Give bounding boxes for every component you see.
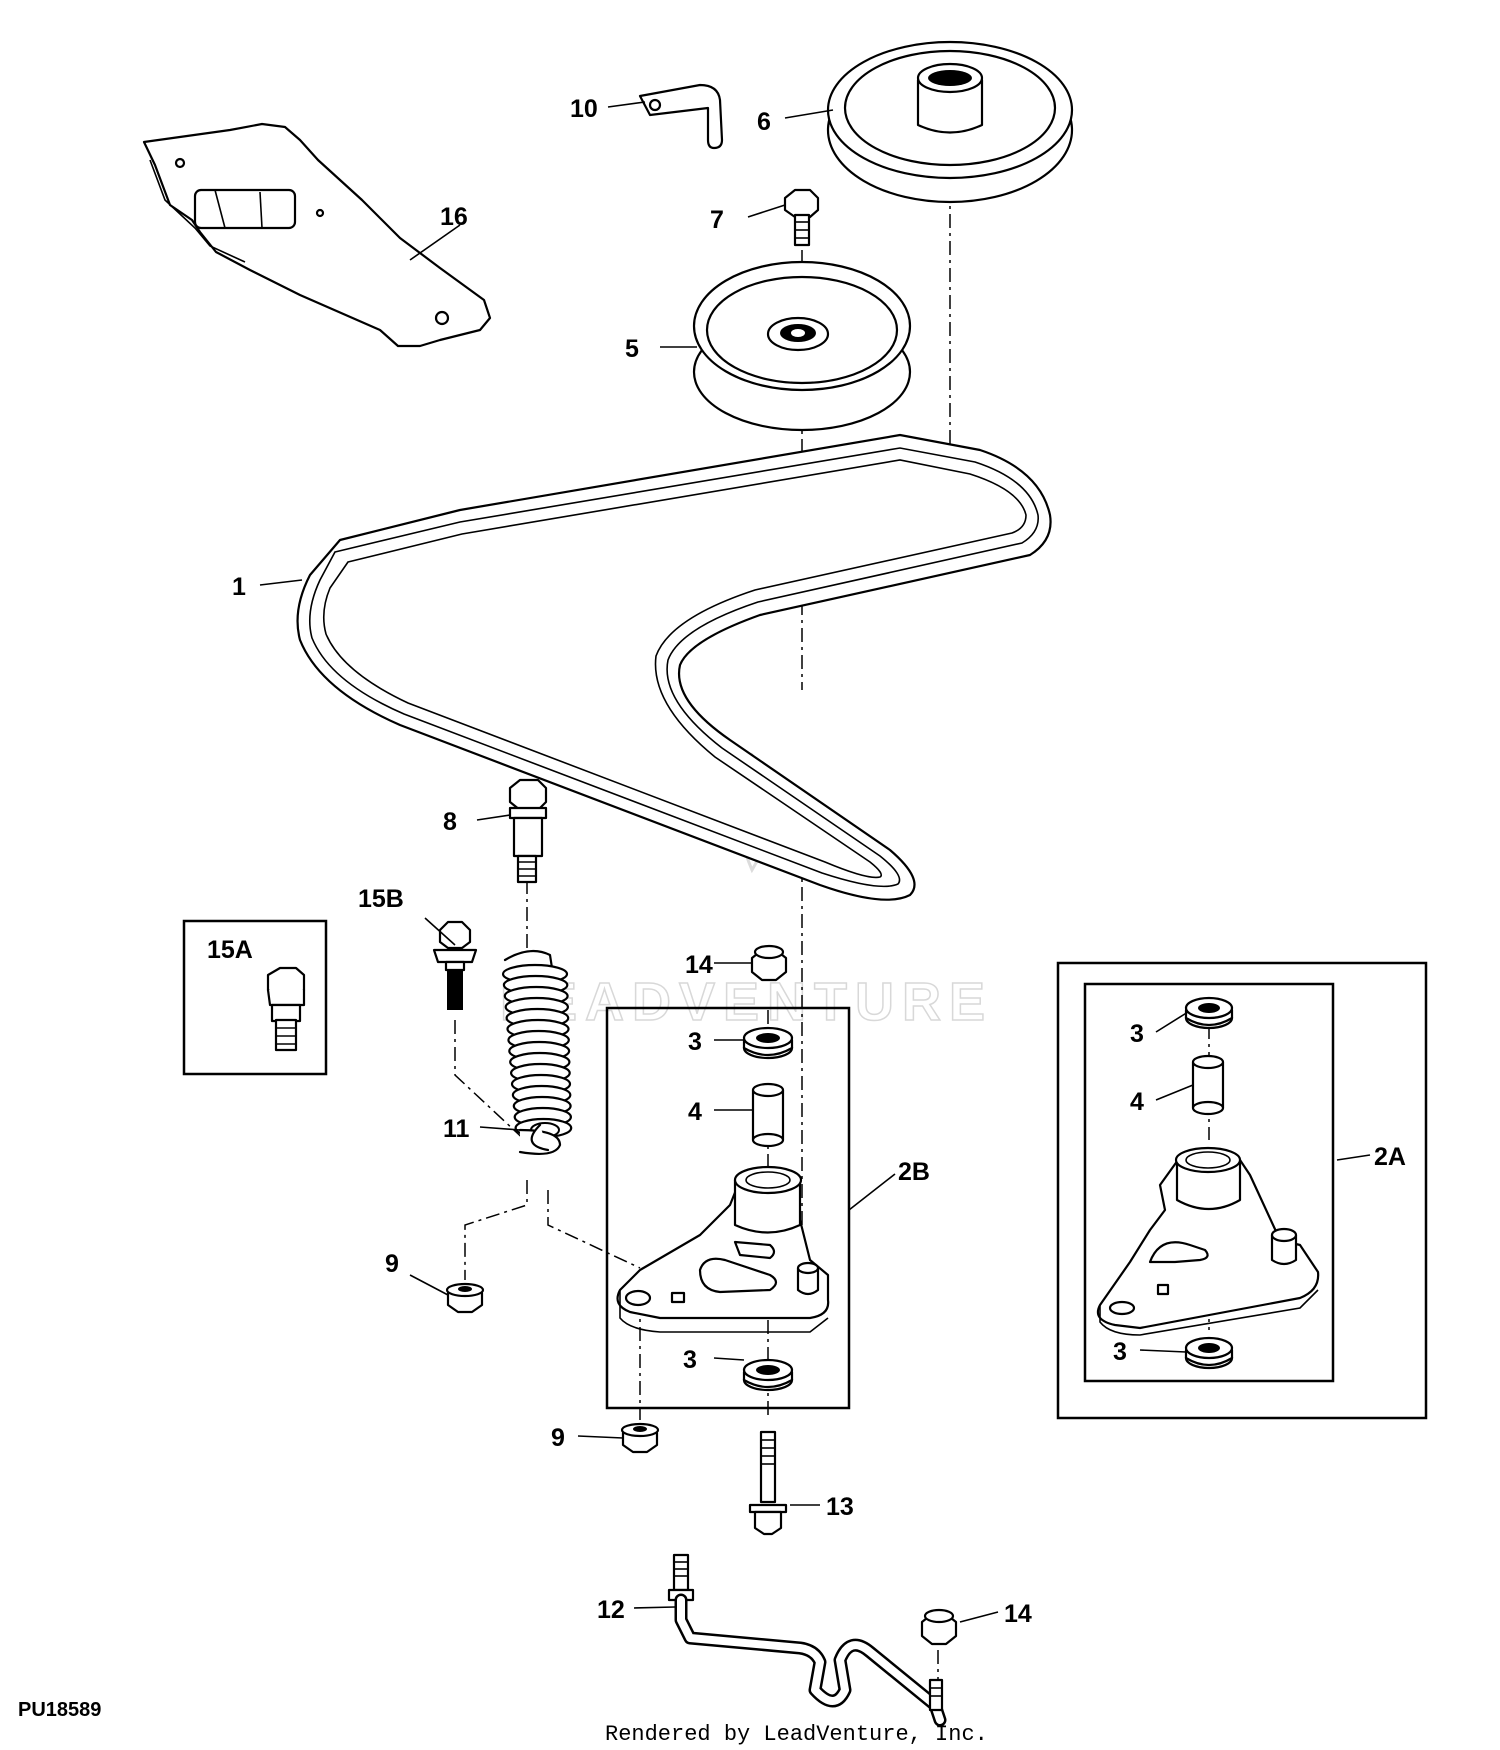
part-15a-box (182, 919, 328, 1076)
part-5-pulley (692, 260, 912, 432)
part-1-belt (296, 433, 1052, 901)
callout-3-lower: 3 (683, 1346, 697, 1374)
watermark-text: LEADVENTURE (500, 972, 993, 1032)
callout-10: 10 (570, 95, 598, 123)
callout-labels: 10 6 16 7 5 1 8 15B 15A 11 9 14 3 4 2B 3… (207, 95, 1406, 1628)
callout-2a-3-lower: 3 (1113, 1338, 1127, 1366)
callout-16: 16 (440, 203, 468, 231)
render-credit: Rendered by LeadVenture, Inc. (605, 1722, 988, 1747)
callout-13: 13 (826, 1493, 854, 1521)
callout-4: 4 (688, 1098, 702, 1126)
part-10-bracket (638, 83, 724, 150)
callout-9-upper: 9 (385, 1250, 399, 1278)
callout-6: 6 (757, 108, 771, 136)
callout-2b: 2B (898, 1158, 930, 1186)
part-11-spring (501, 949, 573, 1155)
callout-12: 12 (597, 1596, 625, 1624)
callout-7: 7 (710, 206, 724, 234)
part-7-bolt (783, 188, 820, 247)
figure-id: PU18589 (18, 1699, 101, 1721)
part-2b-assembly (605, 944, 851, 1410)
part-14-nut-lower (920, 1608, 958, 1680)
part-12-rod (667, 1553, 947, 1727)
callout-15a: 15A (207, 936, 253, 964)
callout-9-lower: 9 (551, 1424, 565, 1452)
callout-11: 11 (443, 1115, 470, 1143)
part-13-bolt (748, 1430, 788, 1536)
callout-1: 1 (232, 573, 246, 601)
callout-14-lower: 14 (1004, 1600, 1032, 1628)
callout-3-upper: 3 (688, 1028, 702, 1056)
callout-2a: 2A (1374, 1143, 1406, 1171)
part-6-pulley (826, 40, 1074, 204)
callout-2a-4: 4 (1130, 1088, 1144, 1116)
part-8-bolt (508, 778, 548, 884)
callout-2a-3-upper: 3 (1130, 1020, 1144, 1048)
callout-8: 8 (443, 808, 457, 836)
callout-5: 5 (625, 335, 639, 363)
watermark: LEADVENTURE (499, 752, 993, 1033)
callout-15b: 15B (358, 885, 404, 913)
callout-14-upper: 14 (685, 951, 713, 979)
part-2a-assembly (1056, 961, 1428, 1420)
part-9-nuts (445, 1282, 660, 1454)
part-16-bracket (142, 122, 492, 348)
part-15b-stud (432, 920, 478, 1010)
leader-lines (259, 101, 1371, 1623)
